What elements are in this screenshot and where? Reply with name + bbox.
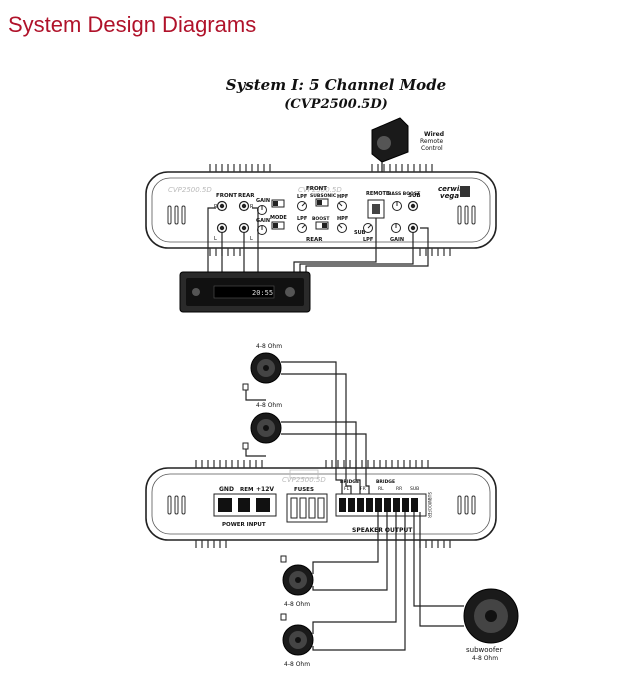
bass-boost-switch-rear <box>315 221 329 230</box>
label-hpf-front: HPF <box>337 194 348 200</box>
label-lpf-sub: LPF <box>363 237 373 243</box>
sub-lpf-knob <box>363 223 373 233</box>
speaker-wires-front <box>245 361 370 494</box>
remote-label-1: Wired <box>424 131 444 138</box>
amp-bottom-model: CVP2500.5D <box>282 476 326 484</box>
label-hpf-rear: HPF <box>337 216 348 222</box>
label-fuses: FUSES <box>294 487 314 493</box>
speaker-rear-right-label: 4-8 Ohm <box>284 661 310 668</box>
lpf-knob-front <box>297 201 307 211</box>
speaker-rear-left-label: 4-8 Ohm <box>284 601 310 608</box>
brand-line-1: cerwin <box>438 185 464 193</box>
subwoofer-impedance: 4-8 Ohm <box>472 655 498 662</box>
subwoofer-label: subwoofer <box>466 646 503 654</box>
rca-front-r: R <box>214 204 218 210</box>
label-bridge-rear: BRIDGE <box>376 479 395 485</box>
label-sub-input: SUB <box>408 193 421 199</box>
remote-label-3: Control <box>421 145 443 152</box>
label-speaker-output: SPEAKER OUTPUT <box>352 527 413 534</box>
gain-knob-front <box>257 205 267 215</box>
label-front: FRONT <box>216 193 237 199</box>
label-gain-front: GAIN <box>256 198 270 204</box>
cerwin-vega-logo: cerwin vega <box>438 185 470 200</box>
speaker-front-left: 4-8 Ohm <box>242 343 282 391</box>
label-power-input: POWER INPUT <box>222 522 266 528</box>
power-terminal-block <box>213 493 277 517</box>
label-boost-rear: BOOST <box>312 216 330 222</box>
brand-line-2: vega <box>440 192 459 200</box>
rca-inputs <box>216 200 419 234</box>
label-front-section: FRONT <box>306 186 327 192</box>
speaker-rear-right: 4-8 Ohm <box>280 613 314 668</box>
label-remote-port: REMOTE <box>366 191 390 197</box>
lpf-knob-rear <box>297 223 307 233</box>
subwoofer: subwoofer 4-8 Ohm <box>463 588 519 662</box>
label-rear: REAR <box>238 193 255 199</box>
bass-boost-knob <box>392 201 402 211</box>
label-gnd: GND <box>219 486 234 493</box>
label-subsonic-front: SUBSONIC <box>310 193 337 199</box>
rca-rear-l: L <box>250 236 253 242</box>
label-bridge-front: BRIDGE <box>340 479 359 485</box>
remote-port <box>367 199 385 219</box>
amplifier-bottom: CVP2500.5D GND REM +12V POWER INPUT FUSE… <box>145 460 497 548</box>
mode-switch-rear <box>271 221 285 230</box>
hpf-knob-front <box>337 201 347 211</box>
wired-remote-control: Wired Remote Control <box>371 117 444 163</box>
label-12v: +12V <box>256 486 274 493</box>
terminal-label-rl: RL <box>378 486 384 492</box>
label-subwoofer-side: SUBWOOFER <box>427 492 432 518</box>
sub-gain-knob <box>391 223 401 233</box>
speaker-rear-left: 4-8 Ohm <box>280 555 314 608</box>
subsonic-switch-front <box>315 198 329 207</box>
subwoofer-wires <box>413 512 464 627</box>
head-unit: 20:55 <box>179 271 311 313</box>
page-title: System Design Diagrams <box>8 12 257 37</box>
mode-switch-front <box>271 199 285 208</box>
label-mode: MODE <box>270 215 287 221</box>
hpf-knob-rear <box>337 223 347 233</box>
amplifier-top: CVP2500.5D CVP2500.5D cerwin vega FRONT … <box>145 164 497 256</box>
speaker-front-left-label: 4-8 Ohm <box>256 343 282 350</box>
label-gain-rear: GAIN <box>256 218 270 224</box>
diagram-subtitle: (CVP2500.5D) <box>284 97 388 112</box>
label-rem: REM <box>240 487 253 493</box>
head-unit-display: 20:55 <box>252 289 273 297</box>
diagram-title: System I: 5 Channel Mode <box>226 76 446 94</box>
rca-front-l: L <box>214 236 217 242</box>
label-gain-sub: GAIN <box>390 237 404 243</box>
label-rear-section: REAR <box>306 237 323 243</box>
amp-top-model-right: CVP2500.5D <box>298 186 342 194</box>
terminal-label-fl: FL <box>344 486 350 492</box>
speaker-output-terminals <box>335 493 427 517</box>
fuse-block <box>286 493 328 523</box>
speaker-front-right-label: 4-8 Ohm <box>256 402 282 409</box>
speaker-wires-rear <box>312 512 406 651</box>
terminal-label-sub: SUB <box>410 486 419 492</box>
terminal-label-fr: FR <box>360 486 366 492</box>
label-lpf-rear: LPF <box>297 216 307 222</box>
amp-top-model: CVP2500.5D <box>168 186 212 194</box>
label-bass-boost: BASS BOOST <box>388 191 421 197</box>
gain-knob-rear <box>257 225 267 235</box>
label-sub-section: SUB <box>354 230 366 236</box>
label-lpf-front: LPF <box>297 194 307 200</box>
terminal-label-rr: RR <box>396 486 402 492</box>
speaker-front-right: 4-8 Ohm <box>242 402 282 450</box>
rca-rear-r: R <box>250 204 254 210</box>
remote-label-2: Remote <box>420 138 443 145</box>
